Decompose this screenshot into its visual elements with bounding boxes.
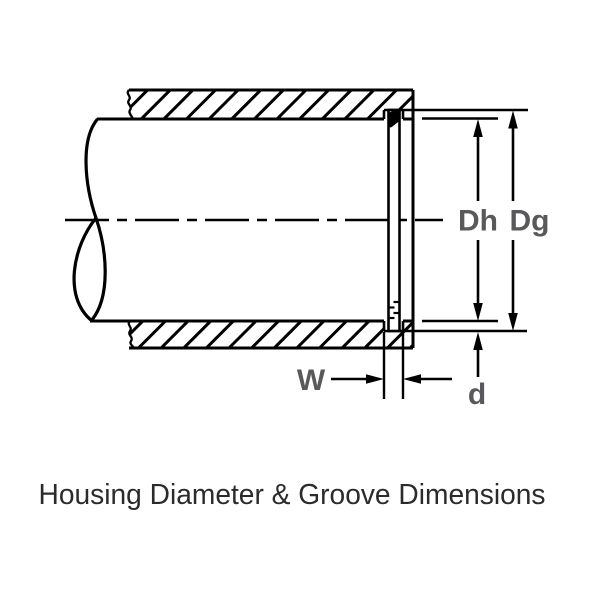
w-arrowhead-right xyxy=(366,374,384,384)
break-curve-loop-right xyxy=(90,217,107,322)
label-groove-width: W xyxy=(297,364,326,397)
retaining-ring xyxy=(387,108,401,333)
dimension-groove-width xyxy=(331,374,452,384)
label-groove-diameter: Dg xyxy=(510,205,550,238)
break-zigzag-bottom xyxy=(127,320,136,349)
label-groove-depth: d xyxy=(468,378,486,411)
diagram-caption: Housing Diameter & Groove Dimensions xyxy=(39,479,546,511)
groove-top-notch xyxy=(382,110,405,119)
housing-top-wall-hatched xyxy=(130,90,413,119)
ring-body xyxy=(387,108,401,333)
dimension-groove-diameter xyxy=(508,110,518,331)
dimension-bore-diameter xyxy=(473,119,483,321)
d-arrowhead-up xyxy=(473,332,483,350)
dg-arrowhead-down xyxy=(508,313,518,331)
ring-gap-marks xyxy=(389,300,399,320)
w-arrowhead-left xyxy=(403,374,421,384)
dh-arrowhead-down xyxy=(473,303,483,321)
housing-cross-section xyxy=(90,88,415,350)
housing-bottom-wall-hatched xyxy=(130,321,413,348)
label-bore-diameter: Dh xyxy=(458,205,498,238)
dh-arrowhead-up xyxy=(473,119,483,137)
break-curve-loop-left xyxy=(72,216,98,322)
groove-bottom-notch xyxy=(382,321,405,331)
dg-arrowhead-up xyxy=(508,110,518,129)
break-zigzag-top xyxy=(126,89,135,120)
ring-section-fill xyxy=(388,109,400,128)
shaft-break-curve xyxy=(72,117,107,322)
dimension-groove-depth xyxy=(473,332,483,377)
break-curve-upper xyxy=(84,117,99,219)
extension-lines xyxy=(382,108,528,399)
